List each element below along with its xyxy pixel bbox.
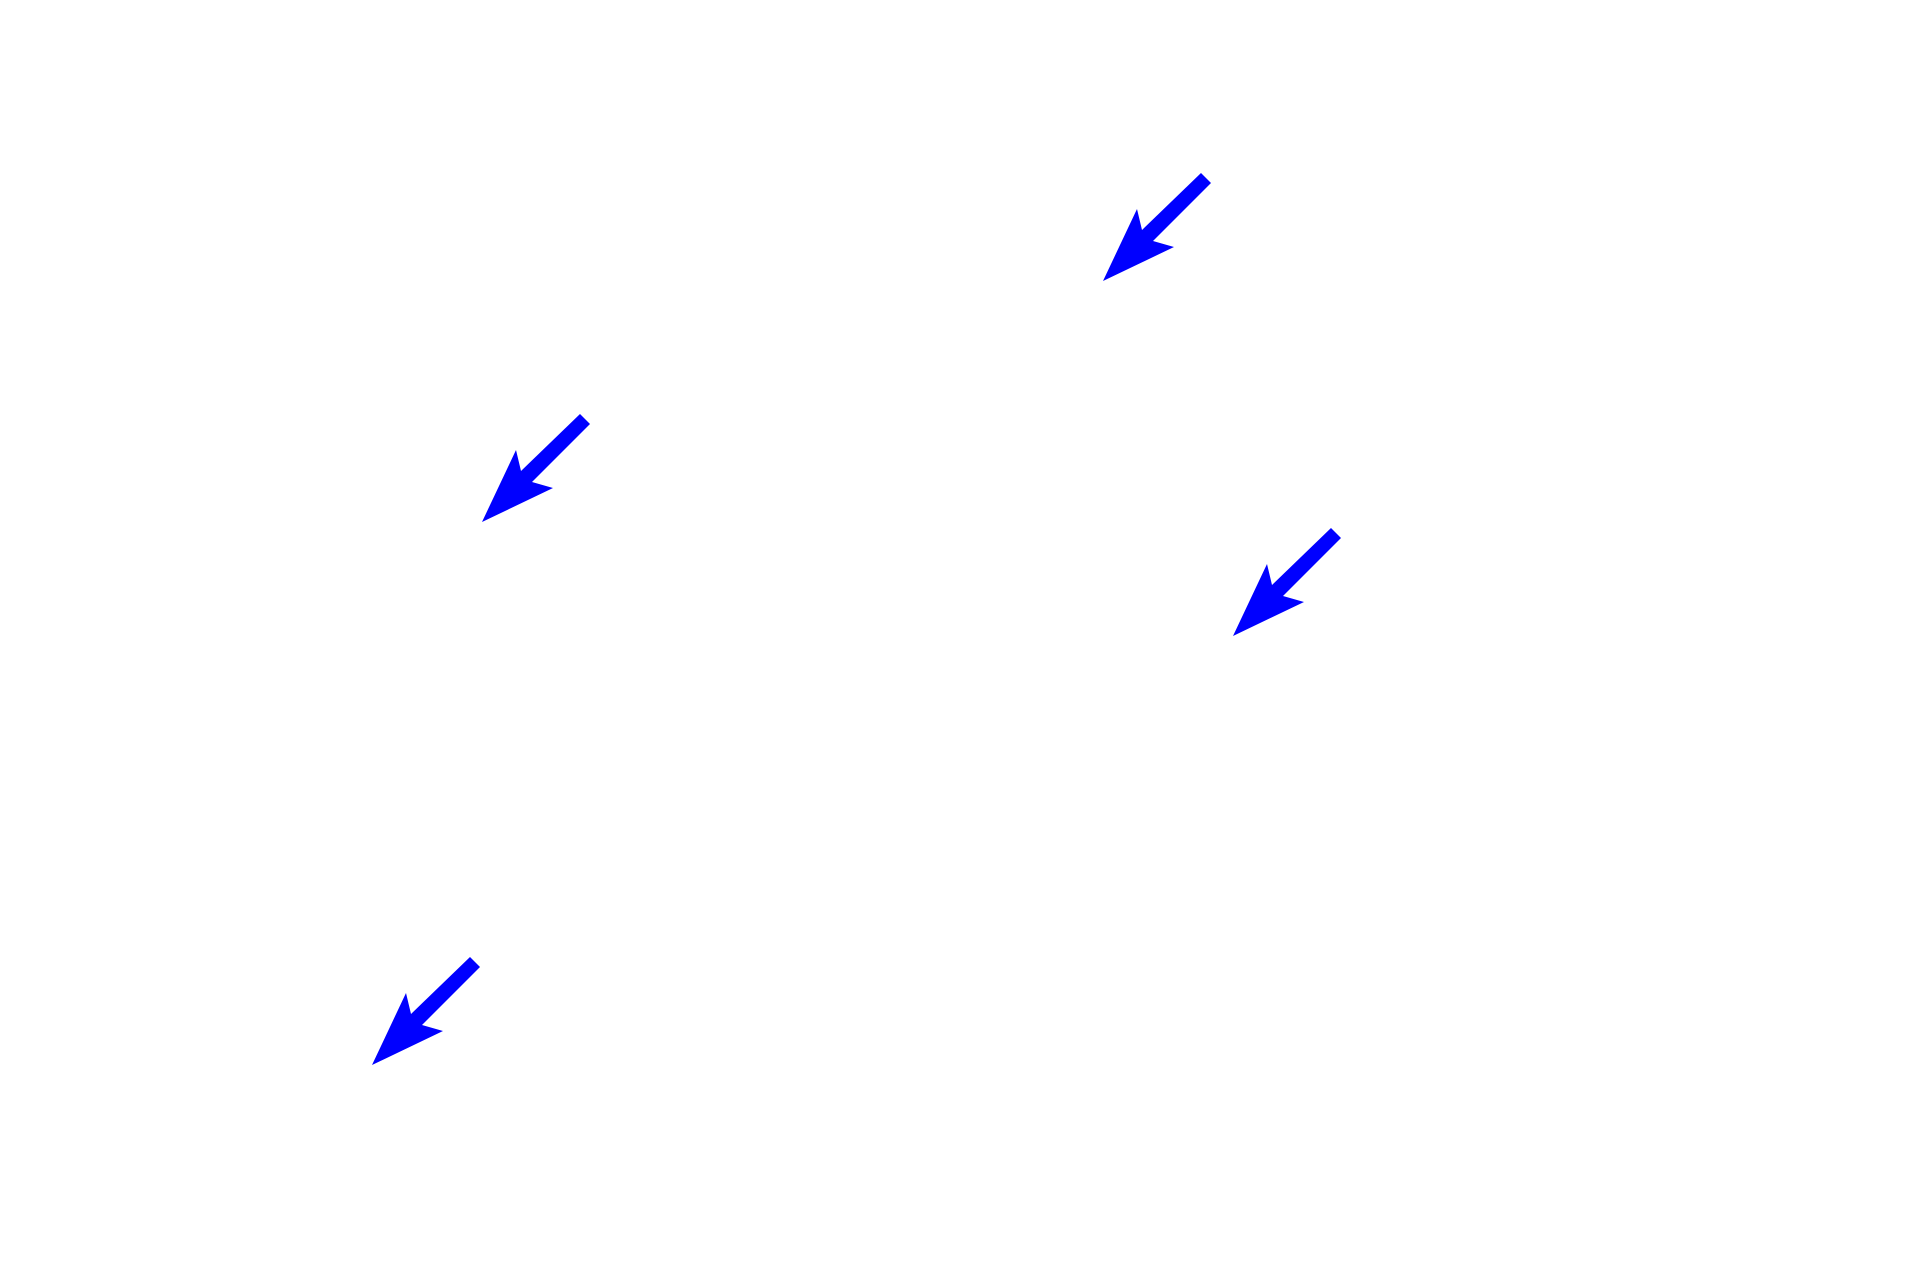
- arrow-icon-1: [1103, 173, 1211, 281]
- arrow-icon-4: [372, 957, 480, 1065]
- arrow-icon-3: [1233, 528, 1341, 636]
- arrow-icon-2: [482, 414, 590, 522]
